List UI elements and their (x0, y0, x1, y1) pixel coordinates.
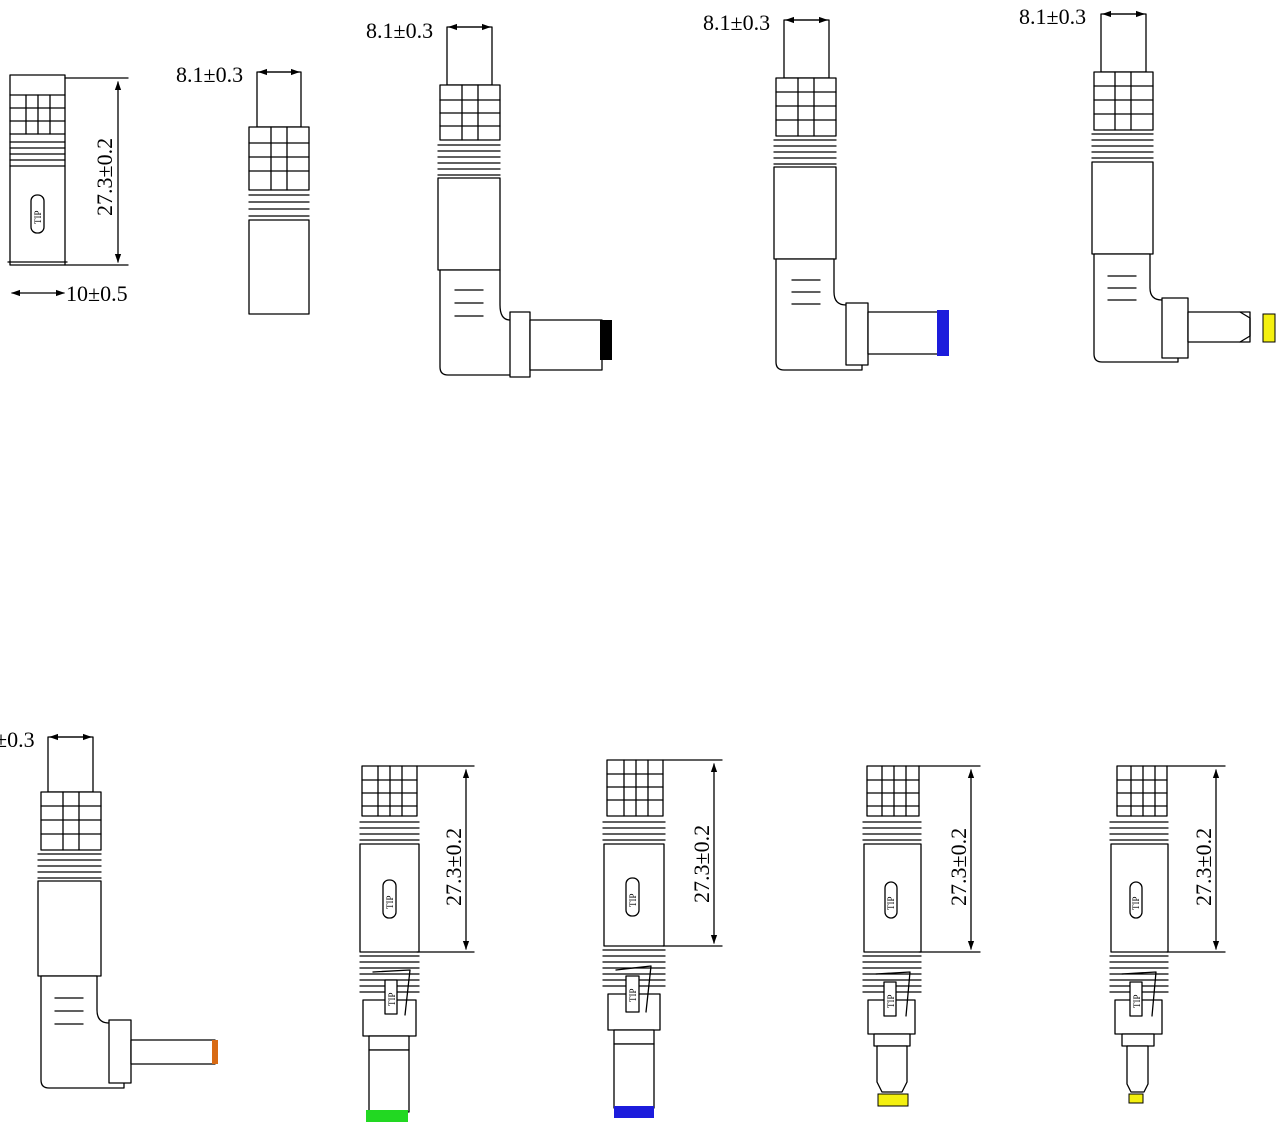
connector-straight-green: TIP TIP 27.3±0.2 (359, 765, 475, 1122)
connector-straight-body-dimensioned: TIP 27.3±0.2 10±0.5 (7, 74, 129, 306)
length-dimension: 27.3±0.2 (1191, 828, 1216, 906)
connector-cable-boot-only: 8.1±0.3 (176, 62, 310, 315)
tip-label: TIP (385, 896, 395, 910)
tip-label: TIP (33, 211, 43, 225)
length-dimension: 27.3±0.2 (441, 828, 466, 906)
connector-right-angle-orange: ±0.3 (0, 727, 218, 1089)
cable-dimension: 8.1±0.3 (366, 18, 433, 43)
connector-right-angle-blue: 8.1±0.3 (703, 10, 949, 371)
tip-label: TIP (1131, 897, 1141, 911)
connector-straight-yellow: TIP TIP 27.3±0.2 (862, 765, 981, 1107)
connector-right-angle-yellow: 8.1±0.3 (1019, 4, 1276, 363)
connector-right-angle-black: 8.1±0.3 (366, 18, 612, 378)
length-dimension: 27.3±0.2 (92, 138, 117, 216)
length-dimension: 27.3±0.2 (946, 828, 971, 906)
length-dimension: 27.3±0.2 (689, 825, 714, 903)
connector-straight-yellow-small: TIP TIP 27.3±0.2 (1109, 765, 1226, 1104)
cable-dimension: 8.1±0.3 (1019, 4, 1086, 29)
tip-label: TIP (886, 897, 896, 911)
cable-dimension: 8.1±0.3 (703, 10, 770, 35)
connector-straight-blue: TIP TIP 27.3±0.2 (602, 759, 723, 1118)
width-dimension: 10±0.5 (66, 281, 128, 306)
tip-label: TIP (628, 894, 638, 908)
tip-label: TIP (1132, 995, 1142, 1009)
tip-label: TIP (628, 989, 638, 1003)
tip-label: TIP (886, 995, 896, 1009)
cable-dimension: 8.1±0.3 (176, 62, 243, 87)
tip-label: TIP (387, 993, 397, 1007)
cable-cut-dimension: ±0.3 (0, 727, 35, 752)
